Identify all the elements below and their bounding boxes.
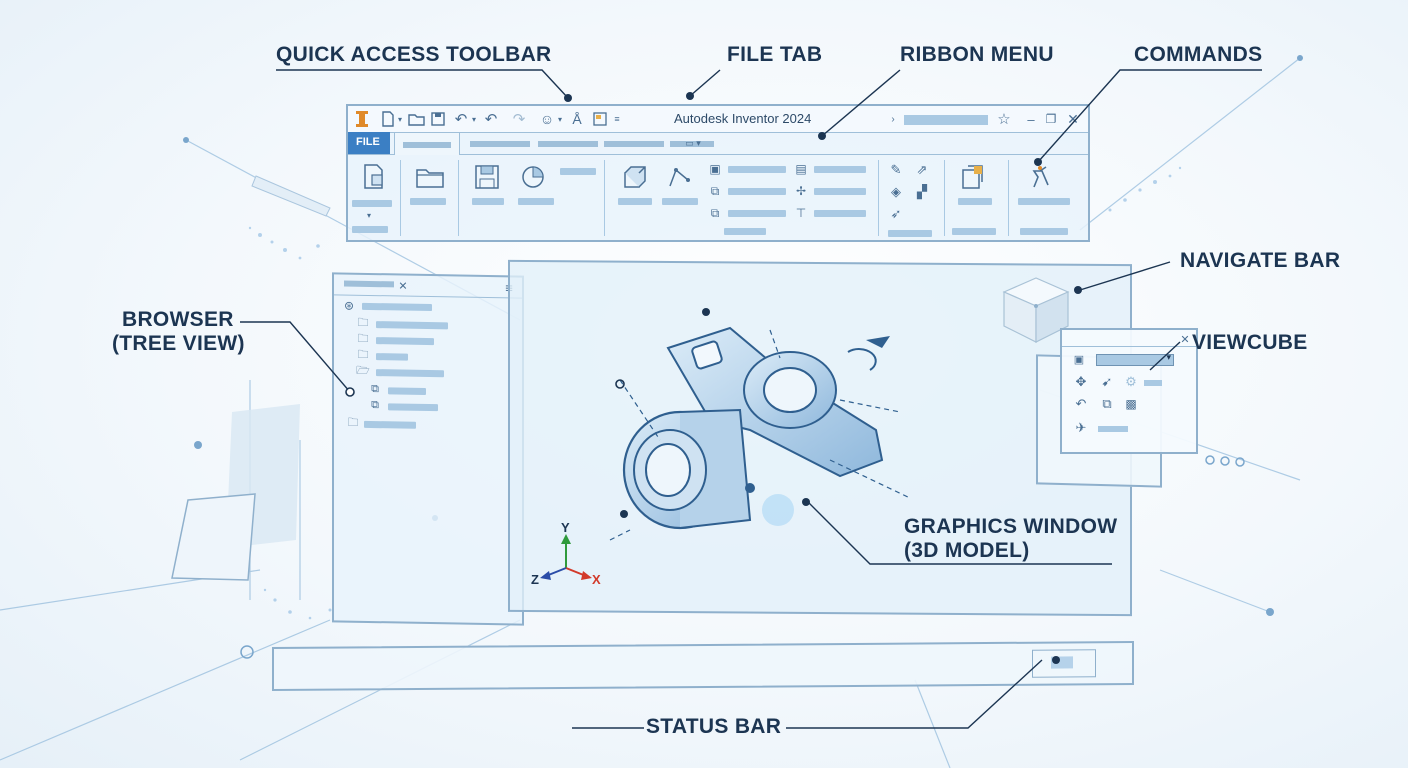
callout-navigate-bar: NAVIGATE BAR bbox=[1180, 249, 1341, 272]
new-part-icon[interactable] bbox=[360, 162, 390, 192]
tab-3[interactable] bbox=[538, 141, 598, 147]
save-icon[interactable] bbox=[430, 111, 446, 127]
undo-icon[interactable]: ↶ bbox=[454, 111, 468, 128]
restore-icon[interactable]: ❐ bbox=[1045, 112, 1057, 126]
select-icon[interactable]: ➶ bbox=[890, 206, 902, 221]
save-large-icon[interactable] bbox=[472, 162, 502, 192]
callout-graphics-line1: GRAPHICS WINDOW bbox=[904, 515, 1118, 538]
new-dropdown-icon[interactable]: ▾ bbox=[366, 210, 371, 220]
close-icon[interactable]: ✕ bbox=[1067, 110, 1079, 127]
star-icon[interactable]: ☆ bbox=[997, 111, 1011, 128]
navigate-dropdown[interactable]: ▾ bbox=[1096, 352, 1174, 366]
dropdown-icon[interactable]: ▾ bbox=[397, 114, 402, 124]
eraser-icon[interactable]: ◈ bbox=[891, 184, 901, 199]
navigate-close-icon[interactable]: ✕ bbox=[1180, 333, 1190, 346]
callout-quick-access-toolbar: QUICK ACCESS TOOLBAR bbox=[276, 43, 552, 66]
feature-icon-d[interactable]: ▤ bbox=[795, 162, 807, 176]
search-arrow-icon[interactable]: › bbox=[891, 113, 895, 125]
open-folder-icon[interactable] bbox=[414, 164, 446, 190]
ribbon-options-icon[interactable]: ▭ ▾ bbox=[685, 137, 701, 148]
zoom-window-icon[interactable]: ▩ bbox=[1125, 397, 1137, 411]
window-title: Autodesk Inventor 2024 bbox=[674, 111, 812, 126]
extrude-icon[interactable] bbox=[620, 162, 650, 192]
application-window: ▾ ↶ ▾ ↶ ↷ ☺ ▾ Å ≡ Autodesk Inventor 2024… bbox=[346, 104, 1090, 242]
feature-icon-b[interactable]: ⧉ bbox=[710, 183, 720, 198]
zoom-icon[interactable]: ➹ bbox=[1101, 374, 1113, 389]
redo-icon[interactable]: ↷ bbox=[512, 111, 526, 128]
axis-y-label: Y bbox=[561, 520, 570, 535]
inventor-logo-icon bbox=[354, 109, 370, 129]
user-icon[interactable]: ☺ bbox=[539, 111, 555, 127]
tab-4[interactable] bbox=[604, 141, 664, 147]
ribbon-tab-row: FILE ▭ ▾ bbox=[348, 132, 1088, 155]
tab-active[interactable] bbox=[394, 132, 460, 155]
file-tab[interactable]: FILE bbox=[348, 132, 390, 154]
feature-icon-f[interactable]: ⊤ bbox=[795, 206, 807, 220]
dropdown-icon[interactable]: ▾ bbox=[471, 114, 476, 124]
orbit-icon[interactable]: ⚙ bbox=[1125, 374, 1137, 389]
minimize-icon[interactable]: – bbox=[1027, 111, 1035, 127]
look-at-icon[interactable]: ↶ bbox=[1075, 396, 1087, 411]
quick-access-toolbar: ▾ ↶ ▾ ↶ ↷ ☺ ▾ Å ≡ Autodesk Inventor 2024… bbox=[348, 106, 1088, 133]
search-field[interactable] bbox=[904, 115, 988, 125]
feature-icon-a[interactable]: ▣ bbox=[709, 162, 721, 176]
command-icon[interactable] bbox=[1024, 162, 1056, 192]
manage-icon[interactable] bbox=[958, 162, 990, 192]
appearance-icon[interactable]: Å bbox=[572, 111, 582, 127]
sketch-icon[interactable] bbox=[664, 162, 694, 192]
callout-commands: COMMANDS bbox=[1134, 43, 1263, 66]
callout-status-bar: STATUS BAR bbox=[646, 715, 782, 738]
walk-icon[interactable]: ✈ bbox=[1075, 420, 1087, 435]
callout-viewcube: VIEWCUBE bbox=[1192, 331, 1308, 354]
feature-icon-e[interactable]: ✢ bbox=[795, 184, 807, 198]
callout-file-tab: FILE TAB bbox=[727, 43, 823, 66]
file-tab-label: FILE bbox=[356, 136, 380, 148]
dropdown-icon[interactable]: ▾ bbox=[557, 114, 562, 124]
callout-browser-line1: BROWSER bbox=[122, 308, 234, 331]
callout-ribbon-menu: RIBBON MENU bbox=[900, 43, 1054, 66]
component-icon[interactable]: ▞ bbox=[917, 184, 927, 199]
axis-z-label: Z bbox=[531, 572, 539, 587]
free-orbit-icon[interactable]: ⧉ bbox=[1102, 396, 1112, 411]
arrow-diag-icon[interactable]: ⇗ bbox=[916, 162, 928, 177]
tab-2[interactable] bbox=[470, 141, 530, 147]
properties-icon[interactable] bbox=[592, 111, 608, 127]
callout-graphics-line2: (3D MODEL) bbox=[904, 539, 1030, 562]
navigate-bar: ✕ ▣ ▾ ✥ ➹ ⚙ ↶ ⧉ ▩ ✈ bbox=[1060, 328, 1198, 454]
3d-model bbox=[609, 308, 911, 541]
axis-triad bbox=[540, 534, 592, 580]
measure-icon[interactable]: ✎ bbox=[890, 162, 902, 177]
ribbon-panels: ▾ ▣ ⧉ ⧉ ▤ ✢ ⊤ bbox=[348, 156, 1088, 240]
axis-x-label: X bbox=[592, 572, 601, 587]
tab-5[interactable] bbox=[670, 141, 714, 147]
undo-arrow-icon[interactable]: ↶ bbox=[484, 111, 498, 128]
feature-icon-c[interactable]: ⧉ bbox=[710, 205, 720, 220]
callout-browser-line2: (TREE VIEW) bbox=[112, 332, 245, 355]
open-icon[interactable] bbox=[408, 111, 426, 127]
pan-icon[interactable]: ✥ bbox=[1075, 374, 1087, 389]
navigate-home-icon[interactable]: ▣ bbox=[1073, 353, 1085, 366]
new-file-icon[interactable] bbox=[380, 111, 396, 127]
pie-chart-icon[interactable] bbox=[518, 162, 548, 192]
customize-icon[interactable]: ≡ bbox=[614, 114, 620, 124]
